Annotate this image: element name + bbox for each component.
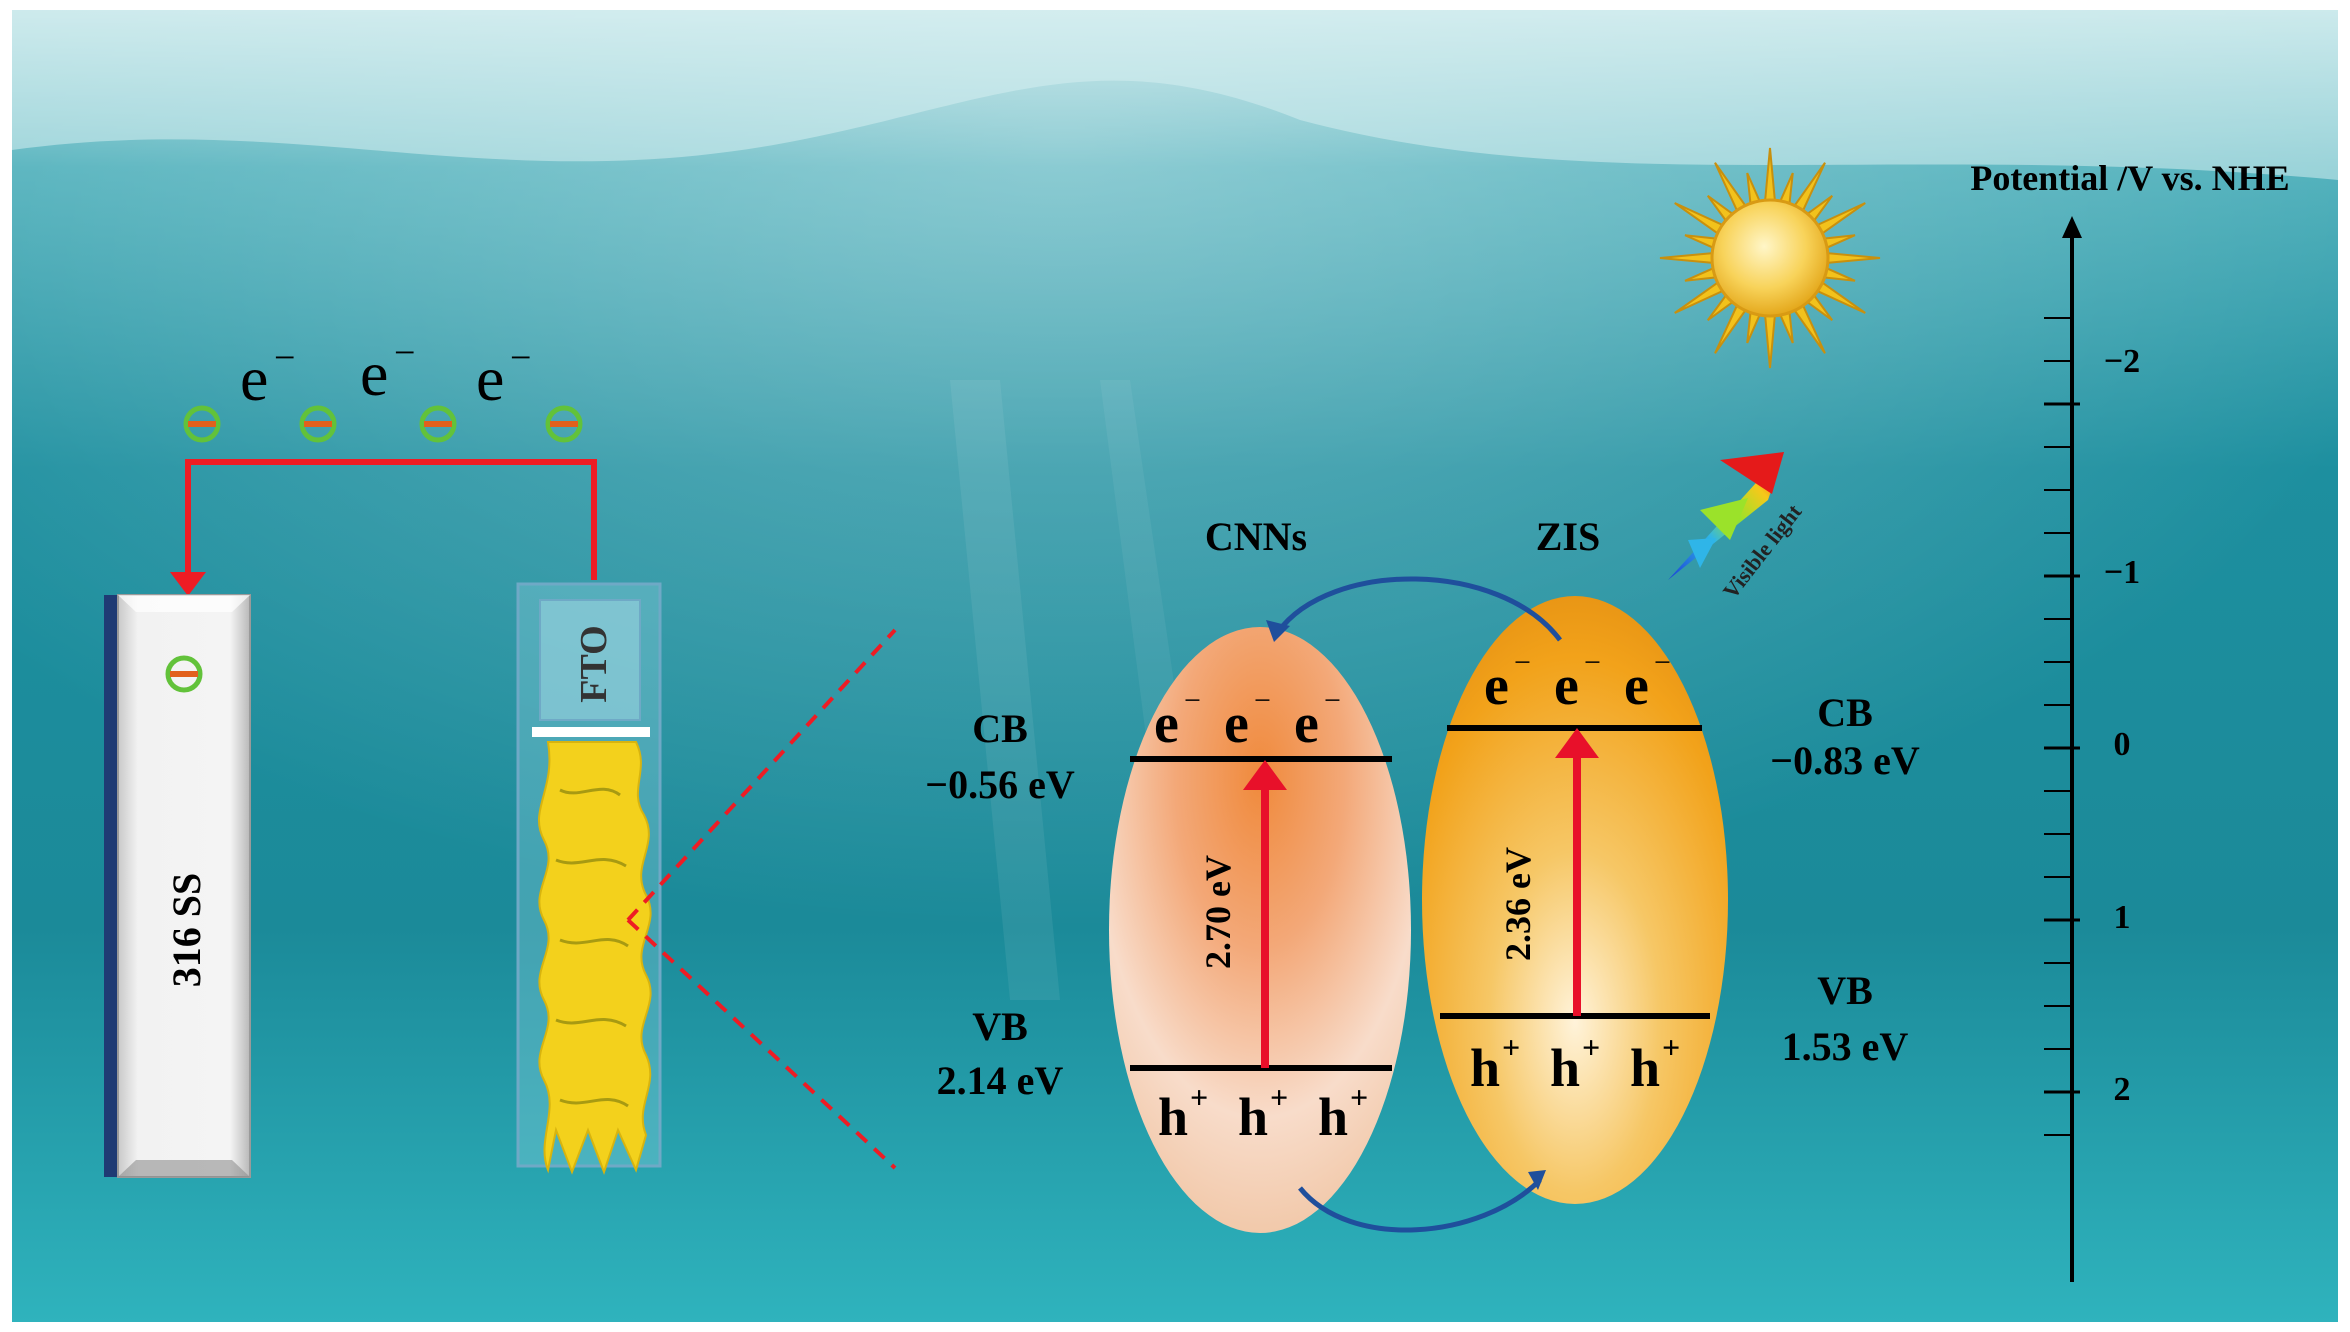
svg-text:−: −: [1184, 684, 1201, 717]
band-labels: CB −0.56 eV VB 2.14 eV CB −0.83 eV VB 1.…: [925, 690, 1920, 1103]
zis-vb-title: VB: [1817, 968, 1873, 1013]
svg-text:e: e: [1624, 655, 1649, 717]
cnns-holes: h + h + h +: [1158, 1079, 1368, 1147]
svg-text:e: e: [476, 343, 504, 414]
circuit-electron-3: e −: [476, 337, 531, 414]
svg-text:e: e: [1294, 693, 1319, 755]
svg-text:+: +: [1350, 1079, 1368, 1115]
sun-icon: [1659, 147, 1881, 369]
cnns-cb-value: −0.56 eV: [925, 762, 1075, 807]
cnns-vb-title: VB: [972, 1004, 1028, 1049]
svg-text:e: e: [360, 338, 388, 409]
zis-holes: h + h + h +: [1470, 1029, 1680, 1098]
ss-label: 316 SS: [164, 873, 209, 988]
scale-ticks: [2044, 317, 2080, 1136]
zis-cb-title: CB: [1817, 690, 1873, 735]
svg-text:h: h: [1630, 1038, 1660, 1098]
svg-text:−: −: [1324, 684, 1341, 717]
zis-vb-value: 1.53 eV: [1782, 1024, 1909, 1069]
svg-text:h: h: [1470, 1038, 1500, 1098]
scale-arrowhead: [2062, 216, 2082, 238]
svg-text:e: e: [240, 343, 268, 414]
cnns-particle: CNNs 2.70 eV e − e − e − h + h + h +: [1109, 514, 1411, 1233]
circuit-electrons: e − e − e −: [183, 332, 583, 443]
catalyst-film: [538, 741, 652, 1175]
svg-text:+: +: [1662, 1029, 1680, 1065]
scale-tick-label: 1: [2114, 899, 2131, 936]
scale-tick-label: −2: [2104, 343, 2140, 380]
zis-name: ZIS: [1536, 514, 1601, 559]
cnns-name: CNNs: [1205, 514, 1307, 559]
svg-text:−: −: [394, 332, 415, 374]
scale-tick-label: 2: [2114, 1071, 2131, 1108]
svg-text:+: +: [1190, 1079, 1208, 1115]
zis-cb-value: −0.83 eV: [1770, 738, 1920, 783]
svg-text:e: e: [1154, 693, 1179, 755]
cnns-vb-value: 2.14 eV: [937, 1058, 1064, 1103]
svg-text:−: −: [274, 337, 295, 379]
svg-text:e: e: [1484, 655, 1509, 717]
zis-electrons: e − e − e −: [1484, 646, 1671, 717]
svg-text:−: −: [1254, 684, 1271, 717]
circuit-electron-2: e −: [360, 332, 415, 409]
charge-transfer-arrows: [1266, 576, 1562, 1233]
scale-tick-label: 0: [2114, 726, 2131, 763]
wire-arrowhead: [170, 572, 206, 596]
electron-transfer-arrow: [1275, 576, 1562, 642]
svg-text:h: h: [1158, 1087, 1188, 1147]
electron-bead-3: [419, 405, 457, 443]
cnns-cb-title: CB: [972, 706, 1028, 751]
cnns-electrons: e − e − e −: [1154, 684, 1341, 755]
scale-title: Potential /V vs. NHE: [1970, 158, 2289, 198]
electron-bead-4: [545, 405, 583, 443]
zis-gap: 2.36 eV: [1498, 847, 1538, 961]
svg-text:h: h: [1318, 1087, 1348, 1147]
circuit-wire: [185, 459, 597, 580]
fto-label: FTO: [573, 625, 615, 702]
svg-text:−: −: [510, 337, 531, 379]
fto-electrode: FTO: [516, 582, 662, 1175]
electron-bead-1: [183, 405, 221, 443]
cnns-gap: 2.70 eV: [1198, 855, 1238, 969]
zis-particle: ZIS 2.36 eV e − e − e − h + h + h +: [1422, 514, 1728, 1204]
svg-text:+: +: [1270, 1079, 1288, 1115]
circuit-electron-1: e −: [240, 337, 295, 414]
svg-text:e: e: [1554, 655, 1579, 717]
svg-text:e: e: [1224, 693, 1249, 755]
ss-electron-bead: [165, 655, 203, 693]
zoom-lines: [626, 628, 897, 1170]
svg-text:−: −: [1584, 646, 1601, 679]
scale-tick-label: −1: [2104, 554, 2140, 591]
svg-text:−: −: [1654, 646, 1671, 679]
svg-text:+: +: [1502, 1029, 1520, 1065]
electron-bead-2: [299, 405, 337, 443]
svg-text:h: h: [1550, 1038, 1580, 1098]
external-circuit: [170, 459, 597, 596]
hole-transfer-arrow: [1298, 1178, 1542, 1233]
ss-electrode: 316 SS: [104, 594, 251, 1178]
svg-text:h: h: [1238, 1087, 1268, 1147]
potential-scale: Potential /V vs. NHE −2 −1 0 1 2: [1970, 158, 2290, 1282]
svg-text:+: +: [1582, 1029, 1600, 1065]
svg-text:−: −: [1514, 646, 1531, 679]
